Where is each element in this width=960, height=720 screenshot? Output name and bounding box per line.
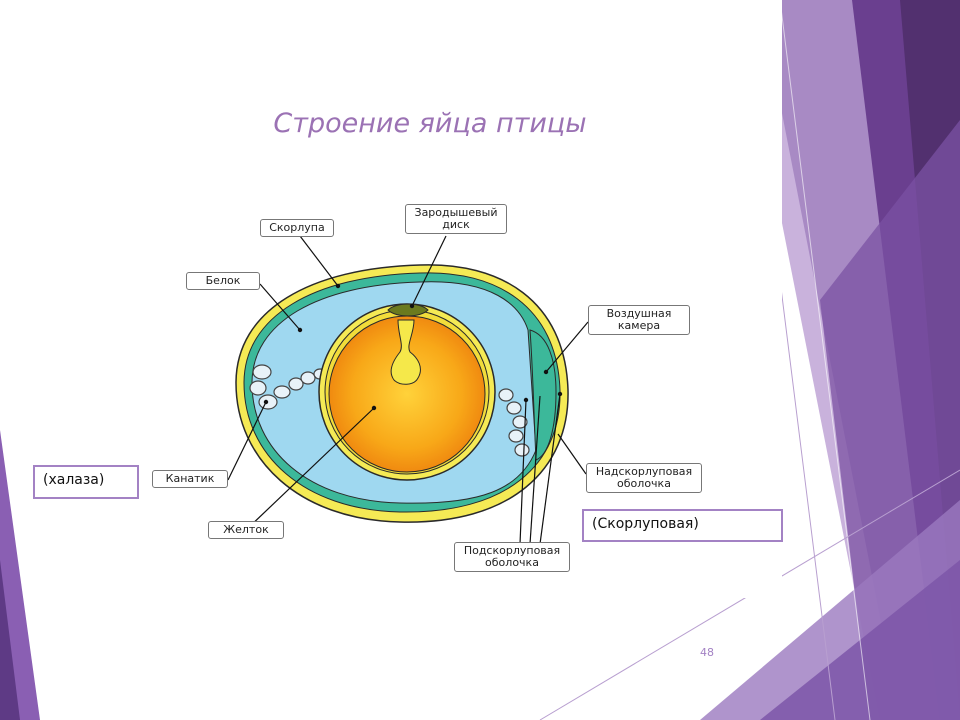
chalaza-right bbox=[498, 388, 530, 457]
label-inner-membrane: Подскорлуповая оболочка bbox=[454, 542, 570, 572]
label-germinal-disc: Зародышевый диск bbox=[405, 204, 507, 234]
slide-title: Строение яйца птицы bbox=[273, 108, 587, 139]
air-cell bbox=[529, 329, 557, 461]
label-white: Белок bbox=[186, 272, 260, 290]
note-shell-membrane: (Скорлуповая) bbox=[582, 509, 783, 542]
label-outer-membrane: Надскорлуповая оболочка bbox=[586, 463, 702, 493]
label-shell: Скорлупа bbox=[260, 219, 334, 237]
slide-number: 48 bbox=[700, 646, 714, 659]
label-yolk: Желток bbox=[208, 521, 284, 539]
note-chalaza: (халаза) bbox=[33, 465, 139, 499]
label-air-cell: Воздушная камера bbox=[588, 305, 690, 335]
latebra bbox=[390, 319, 421, 385]
germinal-disc bbox=[387, 303, 429, 317]
label-chalaza-cord: Канатик bbox=[152, 470, 228, 488]
